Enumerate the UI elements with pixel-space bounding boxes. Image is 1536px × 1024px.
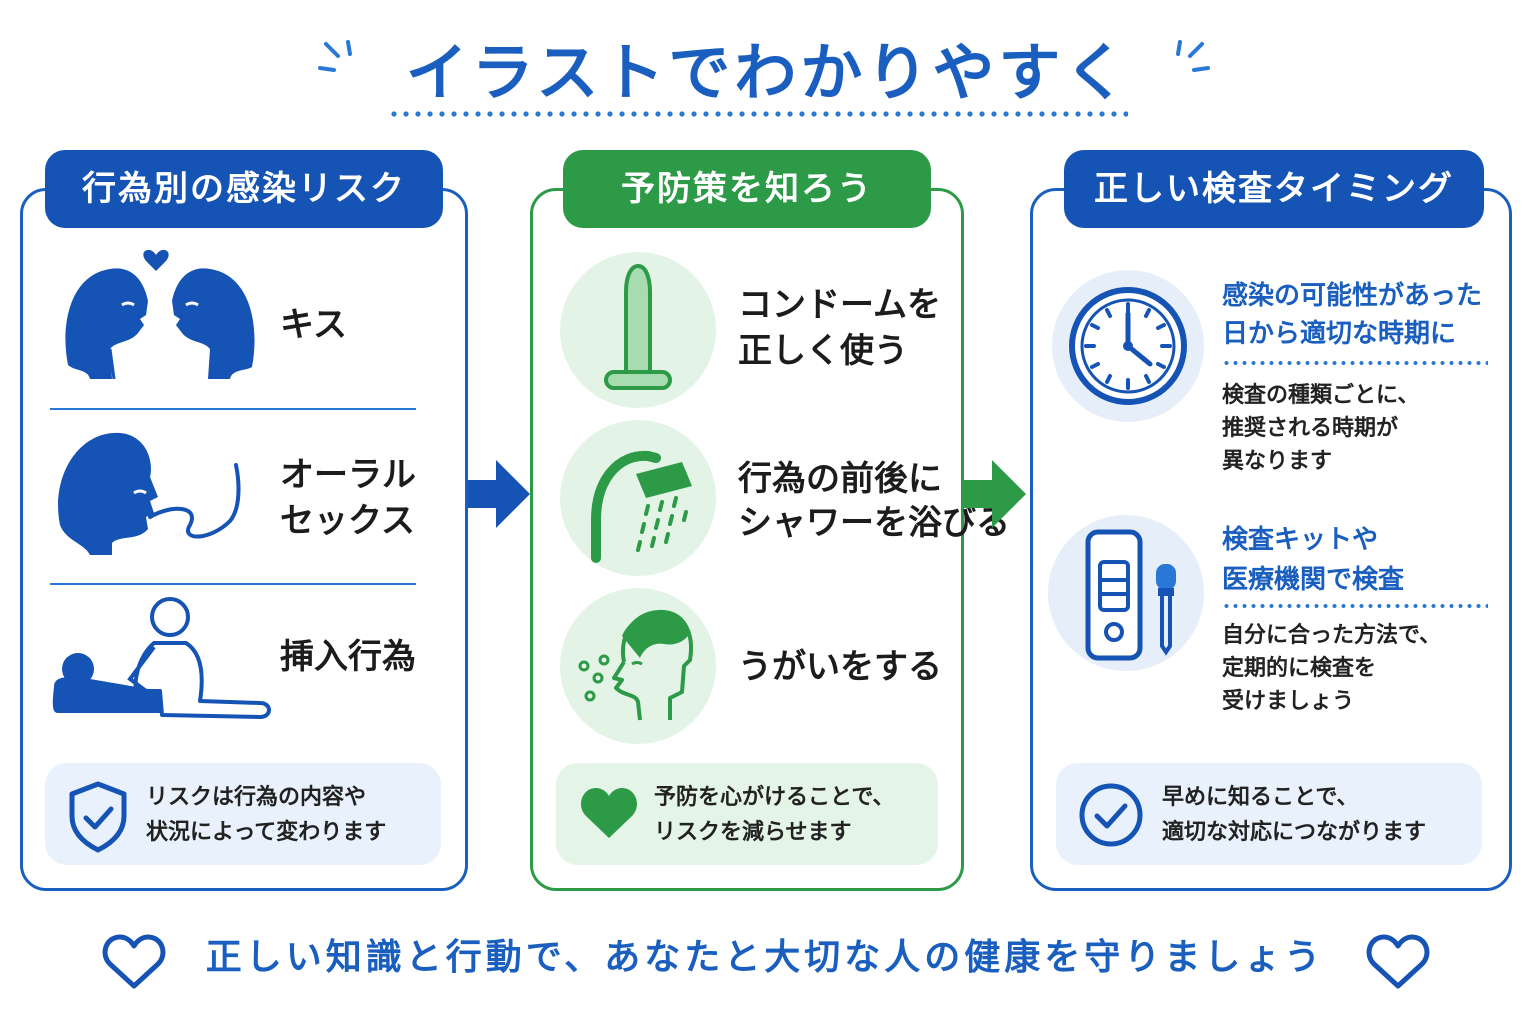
prevention-note-line2: リスクを減らせます: [654, 820, 852, 845]
risk-note-line1: リスクは行為の内容や: [146, 785, 367, 810]
shower-icon: [591, 450, 692, 563]
testing-note-box: [1056, 763, 1482, 865]
risk-note-line2: 状況によって変わります: [146, 820, 387, 845]
prevention-item-shower-line2: シャワーを浴びる: [738, 503, 1010, 543]
testing-note-line2: 適切な対応につながります: [1162, 820, 1427, 845]
testing-timing-body-line3: 異なります: [1222, 449, 1333, 474]
heart-outline-right-icon: [1366, 934, 1430, 989]
testing-timing-title-line1: 感染の可能性があった: [1222, 281, 1483, 311]
testing-timing-title-line2: 日から適切な時期に: [1222, 319, 1457, 349]
risk-panel-heading: 行為別の感染リスク: [45, 150, 443, 228]
testing-panel-heading: 正しい検査タイミング: [1064, 150, 1484, 228]
bottom-message: 正しい知識と行動で、あなたと大切な人の健康を守りましょう: [205, 937, 1325, 978]
risk-item-kiss-label: キス: [280, 305, 347, 345]
oral-icon: [58, 432, 241, 555]
title-underline-dots: [388, 110, 1128, 118]
prevention-item-condom-line2: 正しく使う: [738, 331, 908, 371]
test-kit-icon: [1085, 529, 1176, 661]
risk-divider-2: [50, 583, 416, 585]
sparkle-right-icon: [1176, 40, 1210, 72]
arrow-right-icon: [964, 460, 1026, 528]
arrow-right-icon: [468, 460, 530, 528]
testing-timing-body-line2: 推奨される時期が: [1222, 416, 1399, 441]
testing-kit-dots: [1222, 603, 1488, 609]
condom-icon: [604, 263, 672, 390]
risk-item-oral-label-line1: オーラル: [280, 455, 416, 495]
prevention-item-shower-line1: 行為の前後に: [738, 459, 942, 499]
testing-note-line1: 早めに知ることで、: [1162, 785, 1359, 810]
testing-kit-body-line1: 自分に合った方法で、: [1222, 623, 1442, 648]
testing-timing-dots: [1222, 360, 1488, 366]
prevention-note-line1: 予防を心がけることで、: [654, 785, 895, 810]
risk-divider-1: [50, 408, 416, 410]
sparkle-left-icon: [318, 40, 352, 72]
testing-kit-title-line1: 検査キットや: [1222, 525, 1379, 555]
testing-kit-body-line2: 定期的に検査を: [1222, 656, 1377, 681]
heart-icon: [581, 788, 637, 838]
insertion-icon: [52, 597, 271, 719]
risk-note-box: [45, 763, 441, 865]
prevention-item-gargle-label: うがいをする: [738, 647, 942, 687]
clock-icon: [1069, 287, 1187, 405]
prevention-panel-heading: 予防策を知ろう: [563, 150, 931, 228]
testing-kit-title-line2: 医療機関で検査: [1222, 565, 1405, 595]
risk-item-oral-label-line2: セックス: [280, 501, 415, 541]
page-title: イラストでわかりやすく: [405, 36, 1131, 109]
check-circle-icon: [1079, 783, 1143, 847]
shield-check-icon: [69, 781, 127, 853]
risk-item-insertion-label: 挿入行為: [280, 637, 416, 677]
testing-kit-body-line3: 受けましょう: [1222, 689, 1355, 714]
gargle-icon: [578, 609, 693, 721]
testing-timing-body-line1: 検査の種類ごとに、: [1222, 383, 1420, 408]
kiss-couple-icon: [65, 249, 255, 380]
heart-outline-left-icon: [102, 934, 166, 989]
prevention-item-condom-line1: コンドームを: [738, 285, 941, 325]
